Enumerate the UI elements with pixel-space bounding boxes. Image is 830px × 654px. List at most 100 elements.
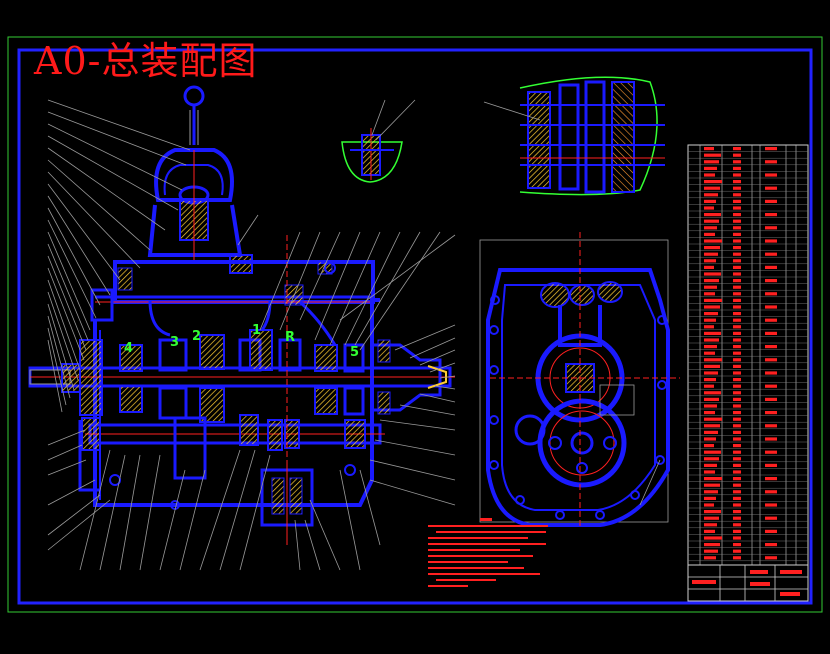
parts-table-cell-name (704, 450, 721, 454)
side-section-view (479, 232, 680, 528)
parts-table-cell-code (733, 232, 741, 236)
parts-table-cell-name (704, 232, 715, 236)
parts-table-cell-code (733, 351, 741, 355)
parts-table-cell-material (765, 437, 777, 441)
parts-table-cell-name (704, 470, 715, 474)
parts-table-cell-code (733, 226, 741, 230)
gear-label-1: 1 (252, 323, 261, 338)
detail-view-bowl (341, 99, 416, 183)
parts-table-cell-material (765, 213, 777, 217)
parts-table-cell-code (733, 285, 741, 289)
parts-table-cell-material (765, 199, 777, 203)
parts-table-cell-name (704, 536, 722, 540)
parts-table-cell-material (765, 252, 777, 256)
parts-table-cell-code (733, 173, 741, 177)
parts-table-cell-code (733, 312, 741, 316)
parts-table-cell-name (704, 516, 719, 520)
parts-table-cell-name (704, 173, 715, 177)
parts-table-cell-name (704, 543, 720, 547)
parts-table-cell-code (733, 160, 741, 164)
parts-table-cell-code (733, 411, 741, 415)
parts-table-cell-name (704, 523, 717, 527)
detail-view-synchronizer (483, 76, 665, 196)
parts-table-cell-material (765, 345, 777, 349)
parts-table-cell-material (765, 265, 777, 269)
leader-lines-left (47, 99, 191, 551)
parts-table-cell-name (704, 358, 722, 362)
parts-table-cell-material (765, 543, 777, 547)
parts-table-cell-material (765, 173, 777, 177)
parts-table-cell-material (765, 411, 777, 415)
parts-table-cell-name (704, 147, 714, 151)
parts-table-cell-code (733, 279, 741, 283)
parts-table-cell-code (733, 549, 741, 553)
parts-table-cell-name (704, 265, 714, 269)
parts-table-cell-code (733, 483, 741, 487)
parts-table-cell-name (704, 193, 718, 197)
parts-table-cell-name (704, 364, 720, 368)
parts-table-cell-name (704, 206, 714, 210)
parts-table-cell-material (765, 147, 777, 151)
parts-table-cell-name (704, 345, 717, 349)
parts-table-cell-code (733, 239, 741, 243)
parts-table-cell-name (704, 298, 722, 302)
parts-table-cell-name (704, 529, 715, 533)
leader-lines-right (237, 214, 456, 506)
parts-table-cell-name (704, 279, 719, 283)
parts-table-cell-name (704, 549, 718, 553)
parts-table-cell-name (704, 246, 720, 250)
parts-table-cell-name (704, 338, 719, 342)
parts-table-cell-name (704, 384, 714, 388)
parts-table-cell-code (733, 259, 741, 263)
parts-table-cell-code (733, 536, 741, 540)
outer-frame (7, 36, 823, 613)
parts-table-cell-name (704, 312, 718, 316)
parts-table-cell-code (733, 503, 741, 507)
parts-table-cell-material (765, 226, 777, 230)
parts-table-cell-code (733, 325, 741, 329)
parts-table-cell-name (704, 219, 719, 223)
parts-table-cell-code (733, 496, 741, 500)
parts-table-cell-code (733, 516, 741, 520)
parts-table-cell-code (733, 318, 741, 322)
title-block (687, 564, 809, 602)
parts-table-cell-code (733, 213, 741, 217)
parts-table-cell-code (733, 272, 741, 276)
parts-table-cell-name (704, 417, 722, 421)
parts-table-cell-code (733, 556, 741, 560)
parts-table-cell-code (733, 338, 741, 342)
parts-table-cell-material (765, 358, 777, 362)
parts-table-cell-code (733, 404, 741, 408)
parts-table-cell-code (733, 490, 741, 494)
parts-table-cell-code (733, 252, 741, 256)
parts-table-cell-name (704, 503, 714, 507)
parts-table-cell-code (733, 543, 741, 547)
parts-table-cell-code (733, 450, 741, 454)
parts-table-cell-name (704, 444, 714, 448)
parts-table-cell-code (733, 384, 741, 388)
parts-table-cell-code (733, 147, 741, 151)
drawing-border (17, 48, 813, 605)
parts-table-cell-name (704, 378, 716, 382)
parts-table-cell-code (733, 331, 741, 335)
parts-table-cell-material (765, 318, 777, 322)
parts-table-cell-material (765, 529, 777, 533)
parts-table-cell-name (704, 404, 717, 408)
parts-table-cell-name (704, 463, 717, 467)
gear-label-r: R (285, 330, 295, 345)
parts-table-cell-code (733, 166, 741, 170)
parts-table-cell-name (704, 160, 719, 164)
parts-table-cell-name (704, 325, 714, 329)
parts-table-cell-material (765, 160, 777, 164)
parts-table-cell-material (765, 384, 777, 388)
parts-table-cell-code (733, 199, 741, 203)
parts-table-cell-code (733, 186, 741, 190)
main-section-view (28, 85, 455, 545)
parts-table-cell-name (704, 199, 716, 203)
parts-table-cell-material (765, 490, 777, 494)
parts-table-cell-code (733, 298, 741, 302)
parts-table-cell-code (733, 391, 741, 395)
parts-table-cell-code (733, 430, 741, 434)
gear-label-2: 2 (192, 329, 201, 344)
parts-table-cell-material (765, 371, 777, 375)
